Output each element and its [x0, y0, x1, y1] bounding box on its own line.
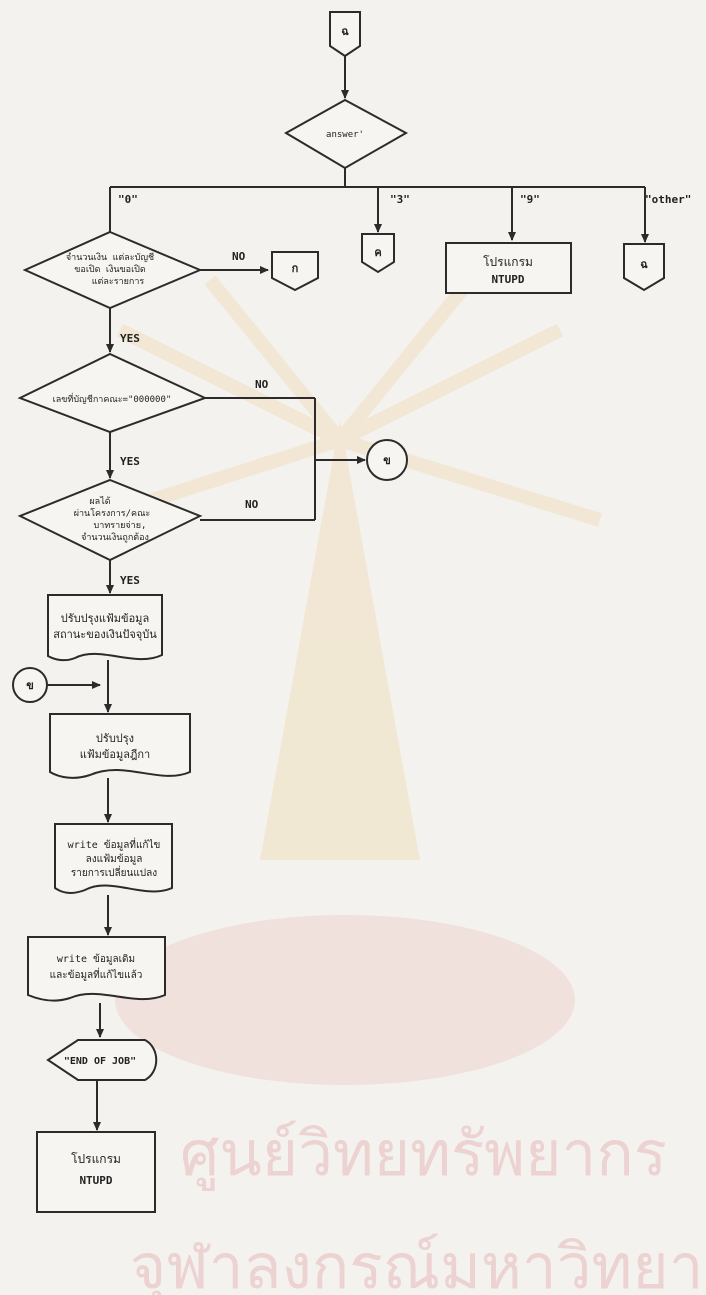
connector-branch-3: ค	[361, 233, 395, 274]
doc-update-ticket-line2: แฟ้มข้อมูลฎีกา	[80, 748, 150, 761]
doc-update-status-line2: สถานะของเงินปัจจุบัน	[53, 628, 157, 641]
branch-label-3: "3"	[390, 193, 410, 206]
process-program-ntupd-top-line1: โปรแกรม	[483, 255, 533, 269]
label-yes-3: YES	[120, 574, 140, 587]
branch-label-0: "0"	[118, 193, 138, 206]
branch-label-other: "other"	[645, 193, 691, 206]
connector-other-label: ฉ	[640, 258, 648, 271]
decision-answer: answer'	[283, 98, 409, 170]
decision-project-line2: ผ่านโครงการ/คณะ	[74, 508, 151, 519]
doc-write-changed-line3: รายการเปลี่ยนแปลง	[71, 865, 157, 879]
label-no-2: NO	[255, 378, 269, 391]
display-end-of-job: "END OF JOB"	[46, 1039, 158, 1081]
connector-mid-label: ข	[383, 454, 391, 467]
watermark-emblem	[87, 275, 603, 1085]
decision-project-line1: ผลได้	[89, 496, 110, 507]
doc-update-ticket-line1: ปรับปรุง	[96, 732, 134, 745]
watermark-line-1: ศูนย์วิทยทรัพยากร	[180, 1117, 667, 1191]
connector-other: ฉ	[623, 243, 665, 292]
process-program-ntupd-bottom: โปรแกรม NTUPD	[36, 1131, 156, 1213]
doc-update-status-file: ปรับปรุงแฟ้มข้อมูล สถานะของเงินปัจจุบัน	[47, 594, 163, 662]
decision-account-number-label: เลขที่บัญชีกาคณะ="000000"	[53, 392, 172, 405]
doc-update-status-line1: ปรับปรุงแฟ้มข้อมูล	[61, 612, 149, 625]
process-program-ntupd-bottom-line2: NTUPD	[79, 1174, 112, 1187]
process-program-ntupd-top-line2: NTUPD	[491, 273, 524, 286]
connector-top-label: ฉ	[341, 25, 349, 38]
doc-write-original-line2: และข้อมูลที่แก้ไขแล้ว	[50, 967, 143, 981]
process-program-ntupd-top: โปรแกรม NTUPD	[445, 242, 572, 294]
connector-branch-3-label: ค	[374, 246, 381, 259]
doc-write-original-line1: write ข้อมูลเดิม	[57, 953, 135, 965]
decision-answer-label: answer'	[326, 130, 364, 140]
decision-amount-check: จำนวนเงิน แต่ละบัญชี ขอเปิด เงินขอเปิด แ…	[22, 230, 203, 310]
doc-write-changed-data: write ข้อมูลที่แก้ไข ลงแฟ้มข้อมูล รายการ…	[54, 823, 173, 894]
decision-project-line3: บาทรายจ่าย,	[94, 521, 147, 531]
watermark-line-2: จุฬาลงกรณ์มหาวิทยาลัย	[130, 1230, 706, 1295]
process-program-ntupd-bottom-line1: โปรแกรม	[71, 1152, 121, 1166]
decision-amount-line3: แต่ละรายการ	[92, 277, 145, 287]
watermark: ศูนย์วิทยทรัพยากร จุฬาลงกรณ์มหาวิทยาลัย	[87, 275, 706, 1295]
connector-mid: ข	[366, 439, 408, 481]
decision-amount-line1: จำนวนเงิน แต่ละบัญชี	[66, 252, 154, 263]
doc-write-changed-line1: write ข้อมูลที่แก้ไข	[68, 837, 161, 851]
connector-top: ฉ	[329, 11, 361, 58]
label-no-1: NO	[232, 250, 246, 263]
doc-write-changed-line2: ลงแฟ้มข้อมูล	[86, 853, 143, 865]
display-end-of-job-label: "END OF JOB"	[64, 1056, 136, 1067]
connector-mid-2: ข	[12, 667, 48, 703]
doc-update-ticket-file: ปรับปรุง แฟ้มข้อมูลฎีกา	[49, 713, 191, 779]
doc-write-original-data: write ข้อมูลเดิม และข้อมูลที่แก้ไขแล้ว	[27, 936, 166, 1002]
label-no-3: NO	[245, 498, 259, 511]
label-yes-2: YES	[120, 455, 140, 468]
connector-no-1-label: ก	[292, 262, 299, 275]
decision-project-line4: จำนวนเงินถูกต้อง	[81, 532, 149, 543]
decision-amount-line2: ขอเปิด เงินขอเปิด	[74, 264, 146, 275]
connector-no-1: ก	[271, 251, 319, 292]
connector-mid-2-label: ข	[26, 679, 34, 692]
branch-label-9: "9"	[520, 193, 540, 206]
label-yes-1: YES	[120, 332, 140, 345]
